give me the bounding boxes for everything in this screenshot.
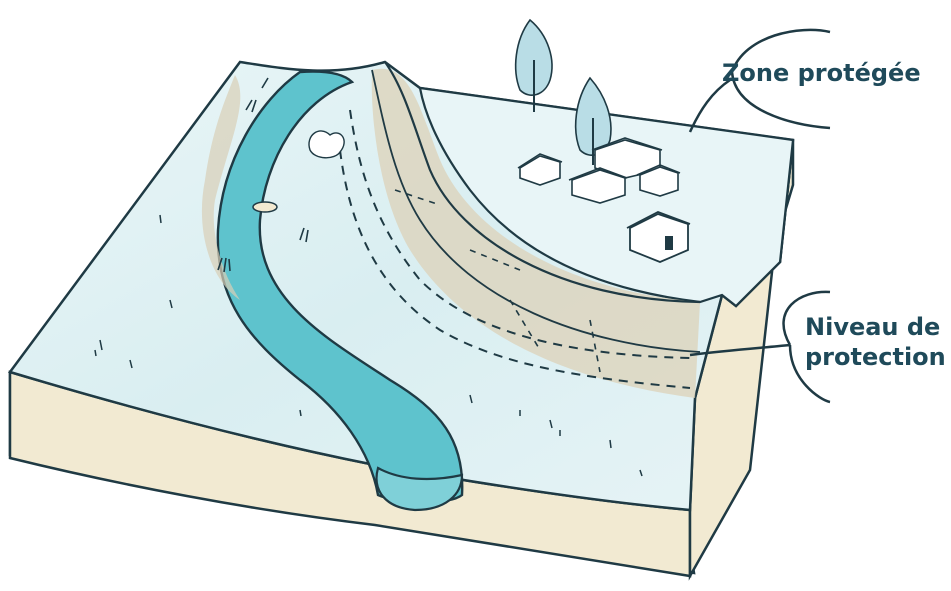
label-niveau-line1: Niveau de	[805, 312, 946, 342]
tree-icon	[516, 20, 552, 112]
label-zone-protegee: Zone protégée	[722, 58, 921, 88]
label-niveau-line2: protection	[805, 342, 946, 372]
river-sandbar	[253, 202, 277, 212]
label-niveau-protection: Niveau de protection	[805, 312, 946, 372]
bush-icon	[309, 131, 344, 158]
